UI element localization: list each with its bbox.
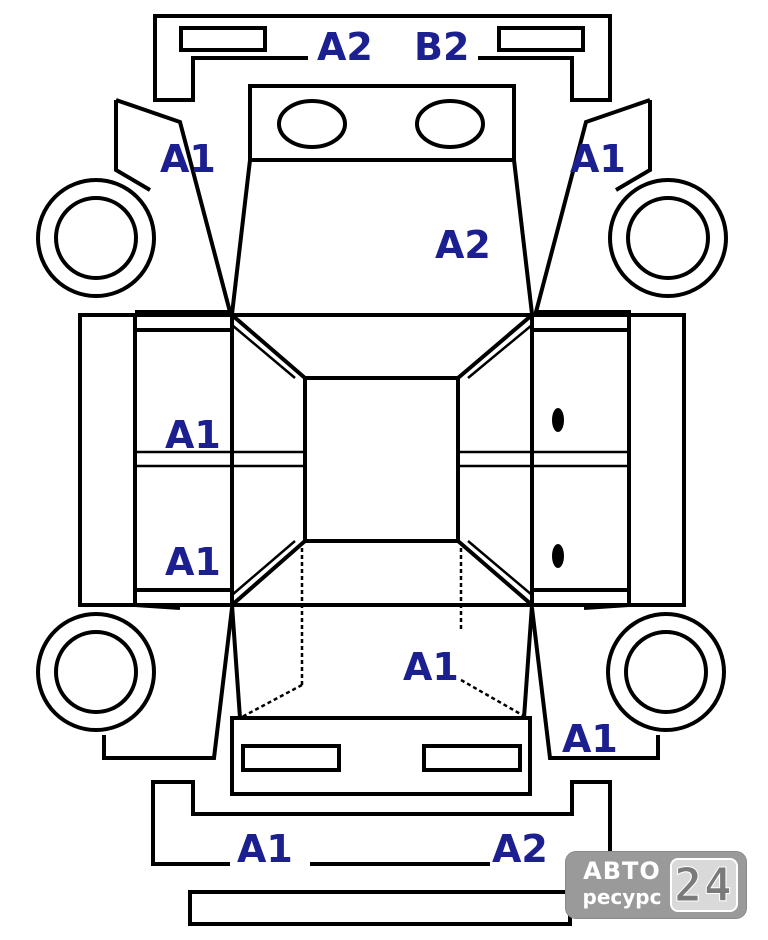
label-rear-bumper-left: A1 xyxy=(237,827,293,871)
front-bumper xyxy=(153,14,612,102)
label-hood: A2 xyxy=(435,223,491,267)
front-fenders xyxy=(114,98,652,314)
label-front-bumper-left: A2 xyxy=(317,25,373,69)
wheel-front-left xyxy=(36,178,156,298)
roof xyxy=(230,313,534,607)
label-right-rear-fender: A1 xyxy=(562,717,618,761)
label-front-bumper-right: B2 xyxy=(414,25,469,69)
rear-fenders xyxy=(102,603,660,760)
label-left-rear-door: A1 xyxy=(165,540,221,584)
avtoresurs-logo: АВТО ресурс 24 xyxy=(566,852,746,918)
hood xyxy=(230,84,534,315)
logo-word-avto: АВТО xyxy=(583,857,661,885)
trunk xyxy=(230,548,534,796)
wheel-rear-left xyxy=(36,612,156,732)
wheel-rear-right xyxy=(606,612,726,732)
label-left-front-fender: A1 xyxy=(160,137,216,181)
door-handle-right-front xyxy=(552,408,564,432)
logo-text: АВТО ресурс xyxy=(576,858,668,910)
logo-word-resurs: ресурс xyxy=(582,885,662,909)
label-right-front-fender: A1 xyxy=(570,137,626,181)
label-left-front-door: A1 xyxy=(165,413,221,457)
label-trunk: A1 xyxy=(403,645,459,689)
label-rear-bumper-right: A2 xyxy=(492,827,548,871)
logo-number-box: 24 xyxy=(670,858,738,913)
logo-number: 24 xyxy=(674,858,734,913)
door-handle-right-rear xyxy=(552,544,564,568)
body-sides xyxy=(78,313,686,607)
wheel-front-right xyxy=(608,178,728,298)
